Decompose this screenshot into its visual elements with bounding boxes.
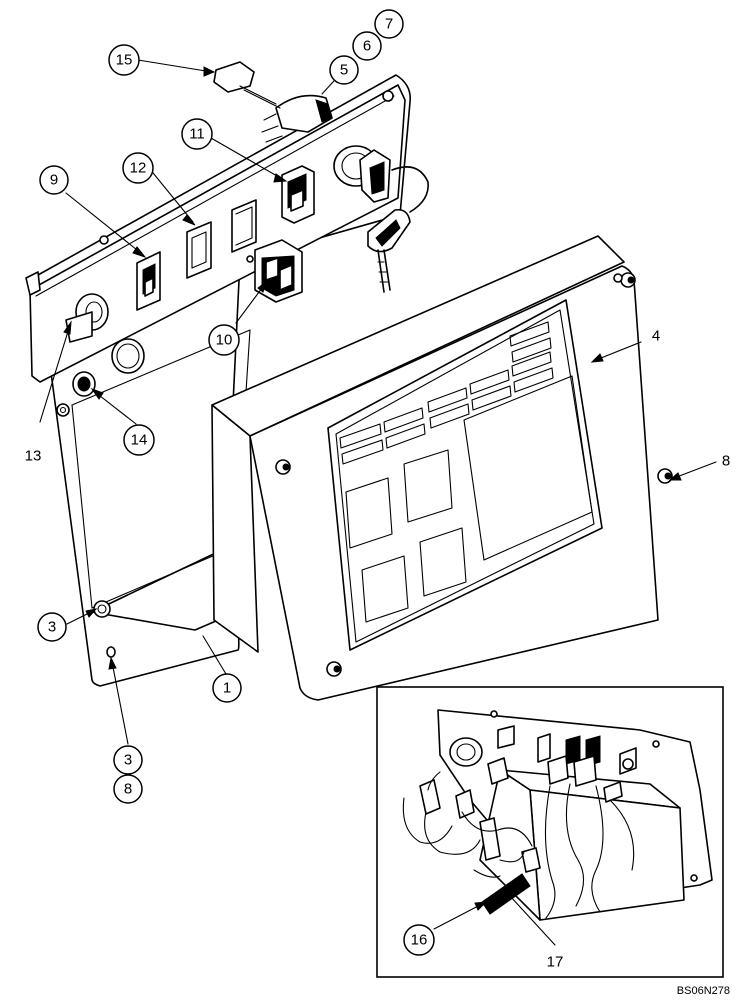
callout-10-label: 10 (216, 332, 233, 349)
gauge-windows (345, 375, 593, 623)
callout-6: 6 (352, 31, 382, 61)
ignition-switch (333, 145, 391, 203)
blank-switch-slot-12 (186, 221, 212, 279)
instrument-panel (25, 74, 412, 687)
drawing-reference-number: BS06N278 (677, 985, 730, 997)
callout-16: 16 (403, 924, 435, 956)
mounting-studs (275, 272, 673, 677)
callout-1: 1 (212, 673, 242, 703)
switch-opening (231, 199, 257, 253)
callout-3-lower: 3 (113, 745, 143, 775)
knob-13 (65, 293, 109, 343)
callout-11: 11 (181, 118, 213, 150)
callout-14-label: 14 (131, 432, 148, 449)
label-8: 8 (722, 453, 730, 470)
mounting-hole (382, 90, 394, 102)
mounting-hole (56, 403, 70, 417)
callout-3-lower-label: 3 (124, 752, 132, 769)
callout-9-label: 9 (50, 172, 58, 189)
callout-16-label: 16 (411, 932, 428, 949)
callout-12-label: 12 (130, 160, 147, 177)
label-13: 13 (25, 448, 42, 465)
callout-12: 12 (122, 152, 154, 184)
rocker-switch-10 (254, 239, 303, 303)
rocker-switch-9 (136, 251, 161, 311)
callout-3-upper-label: 3 (48, 619, 56, 636)
mounting-hole (106, 646, 116, 658)
callout-15-label: 15 (116, 52, 133, 69)
callout-3-upper: 3 (37, 612, 67, 642)
callout-5: 5 (329, 55, 359, 85)
callout-15: 15 (108, 44, 140, 76)
display-monitor (211, 235, 673, 701)
leader-lines (39, 59, 717, 946)
callout-10: 10 (208, 324, 240, 356)
callout-11-label: 11 (189, 126, 205, 143)
label-4: 4 (652, 328, 660, 345)
ignition-key (367, 166, 429, 293)
callout-5-label: 5 (340, 62, 348, 79)
indicator-lamp-14 (72, 338, 145, 397)
label-17: 17 (547, 954, 564, 971)
small-screws (99, 235, 254, 263)
callout-6-label: 6 (363, 38, 371, 55)
callout-8-lower: 8 (113, 774, 143, 804)
callout-9: 9 (39, 165, 69, 195)
rotary-switch-back (261, 94, 333, 143)
rocker-switch-11 (281, 165, 315, 224)
callout-7-label: 7 (385, 16, 393, 33)
callout-7: 7 (374, 9, 404, 39)
callout-1-label: 1 (223, 680, 231, 697)
callout-14: 14 (123, 424, 155, 456)
connector-15 (213, 61, 281, 109)
indicator-slots (339, 321, 554, 465)
callout-8-lower-label: 8 (124, 781, 132, 798)
